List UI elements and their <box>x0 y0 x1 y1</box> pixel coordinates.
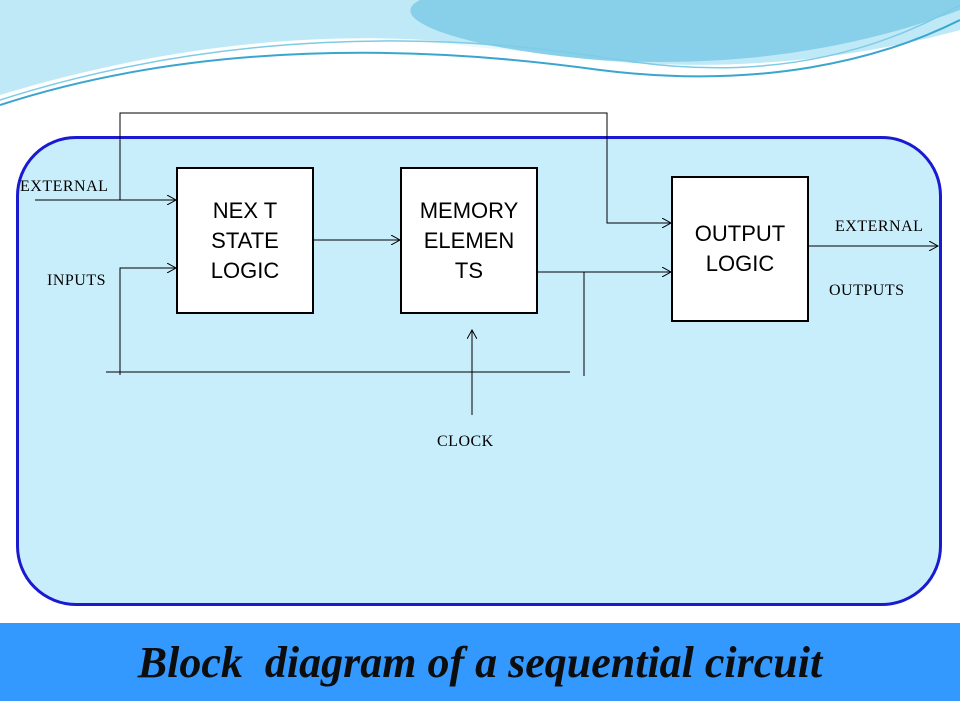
clock-label: CLOCK <box>437 433 494 450</box>
slide-caption: Block diagram of a sequential circuit <box>137 637 823 687</box>
inputs-label: INPUTS <box>47 272 107 289</box>
output-logic-block: OUTPUT LOGIC <box>671 176 809 322</box>
memory-elements-label: MEMORY ELEMEN TS <box>419 197 519 283</box>
next-state-logic-block: NEX T STATE LOGIC <box>176 167 314 314</box>
external-input-label: EXTERNAL <box>20 178 109 195</box>
header-wave-decoration <box>0 0 960 106</box>
caption-bar <box>0 623 960 701</box>
input-to-output-wire <box>119 112 671 223</box>
external-output-label: EXTERNAL <box>835 218 924 235</box>
memory-elements-block: MEMORY ELEMEN TS <box>400 167 538 314</box>
outputs-label: OUTPUTS <box>829 282 905 299</box>
output-logic-label: OUTPUT LOGIC <box>694 221 786 276</box>
next-state-logic-label: NEX T STATE LOGIC <box>210 197 280 283</box>
state-feedback-wire <box>119 268 176 375</box>
